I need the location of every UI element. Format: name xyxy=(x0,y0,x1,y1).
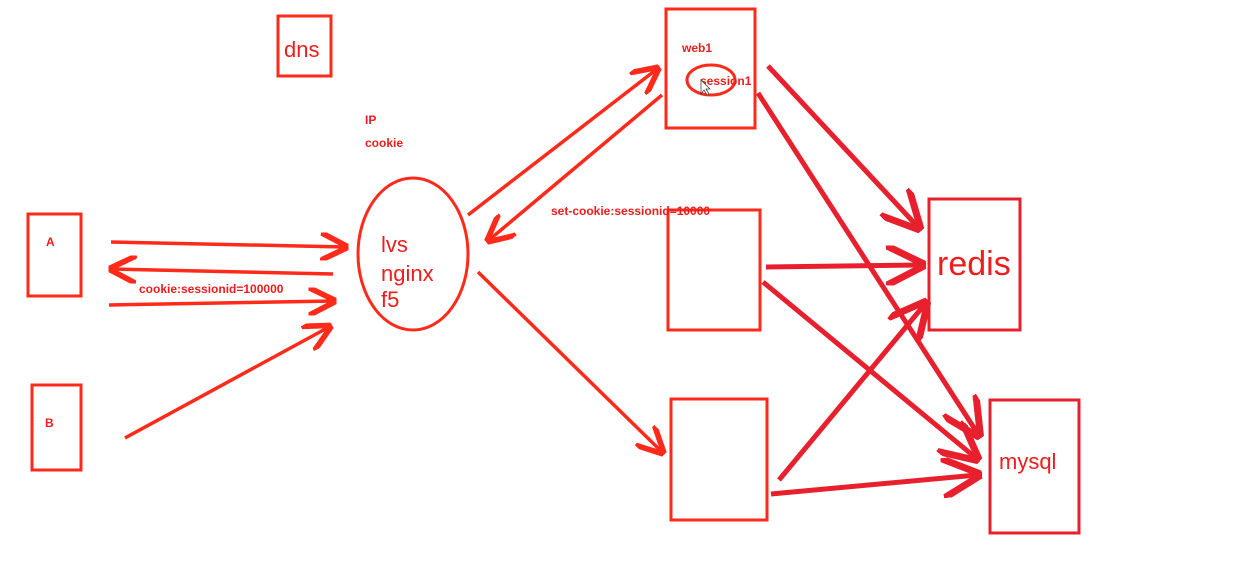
web1-box xyxy=(664,7,757,130)
client-b-box xyxy=(30,383,83,472)
set-cookie-annotation: set-cookie:sessionid=10000 xyxy=(551,204,710,218)
cursor-icon xyxy=(700,79,711,96)
arrow-lb-to-a xyxy=(112,269,334,274)
client-b-label: B xyxy=(45,416,54,430)
client-a-box xyxy=(26,212,83,298)
arrow-web2-to-redis xyxy=(765,265,921,267)
arrow-b-to-lb xyxy=(124,327,329,440)
arrow-web3-to-redis xyxy=(777,304,925,482)
web2-box xyxy=(666,208,762,332)
arrow-a-to-lb xyxy=(110,242,345,247)
lb-label-f5: f5 xyxy=(381,287,399,312)
client-cookie-annotation: cookie:sessionid=100000 xyxy=(139,282,284,296)
dns-box xyxy=(276,14,333,78)
redis-label: redis xyxy=(937,245,1011,283)
ip-annotation: IP xyxy=(365,113,376,127)
mysql-box xyxy=(988,398,1081,535)
session-label: session1 xyxy=(700,74,752,88)
web1-label: web1 xyxy=(681,41,712,55)
lb-label-nginx: nginx xyxy=(381,261,434,286)
client-a-label: A xyxy=(46,235,55,249)
lb-label-lvs: lvs xyxy=(381,232,408,257)
cookie-annotation: cookie xyxy=(365,136,403,150)
arrow-web3-to-mysql xyxy=(770,475,977,494)
arrow-web1-to-redis xyxy=(766,64,918,227)
arrow-a-to-lb-with-cookie xyxy=(108,301,333,305)
arrow-lb-to-web1 xyxy=(466,69,657,217)
arrow-web1-to-lb xyxy=(489,93,664,240)
redis-box xyxy=(927,197,1022,332)
mysql-label: mysql xyxy=(999,449,1056,474)
session-highlight-ellipse xyxy=(685,63,737,97)
arrow-lb-to-web3 xyxy=(476,270,662,452)
dns-label: dns xyxy=(284,37,319,62)
load-balancer-ellipse xyxy=(356,176,470,332)
web3-box xyxy=(669,397,769,522)
